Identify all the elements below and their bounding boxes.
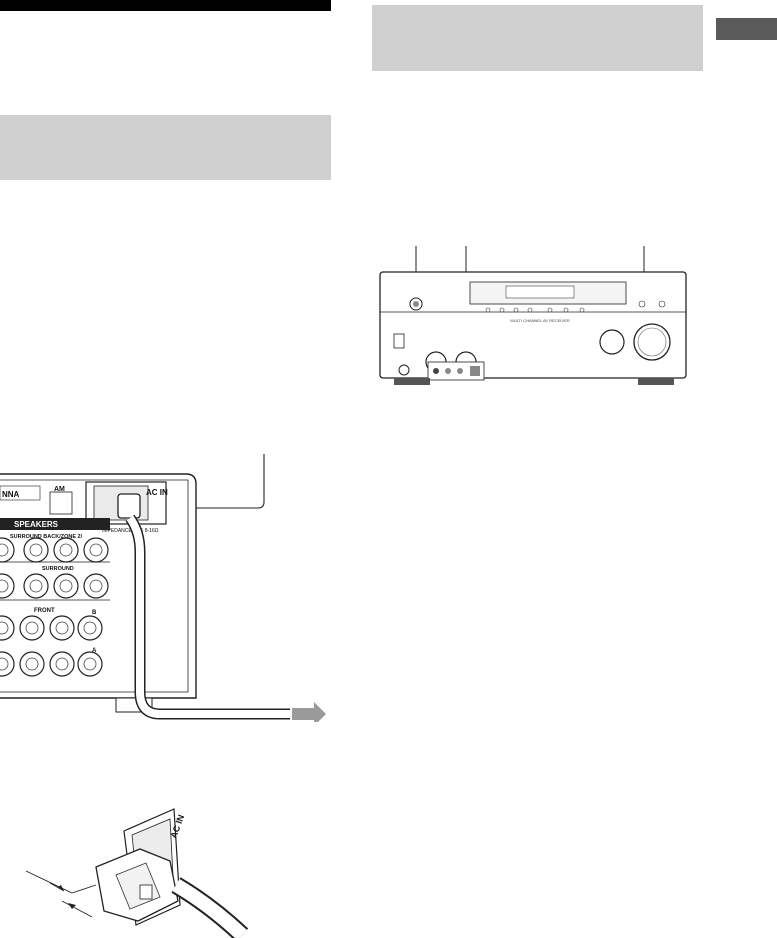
section-header-bar (0, 0, 331, 11)
ac-in-label-rear: AC IN (146, 488, 168, 497)
surround-back-label: SURROUND BACK/ZONE 2/ (10, 534, 83, 540)
impedance-label: IMPEDANCE USE 8-16Ω (102, 528, 159, 534)
surround-label: SURROUND (42, 566, 74, 572)
section-heading-box-left (0, 115, 331, 180)
am-label: AM (54, 486, 65, 493)
chapter-tab (716, 18, 777, 40)
section-heading-box-right (372, 5, 703, 71)
receiver-front-panel-illustration: MULTI CHANNEL AV RECEIVER (379, 246, 687, 385)
antenna-label: NNA (2, 490, 20, 499)
front-label: FRONT (34, 608, 55, 614)
speakers-label: SPEAKERS (14, 520, 59, 529)
front-panel-brand: MULTI CHANNEL AV RECEIVER (510, 318, 569, 323)
rear-panel-illustration: NNA AM AC IN IMPEDANCE USE 8-16Ω SPEAKER… (0, 454, 326, 722)
terminal-a-label: A (92, 648, 97, 654)
terminal-b-label: B (92, 610, 97, 616)
ac-plug-closeup-illustration: AC IN (25, 808, 249, 938)
